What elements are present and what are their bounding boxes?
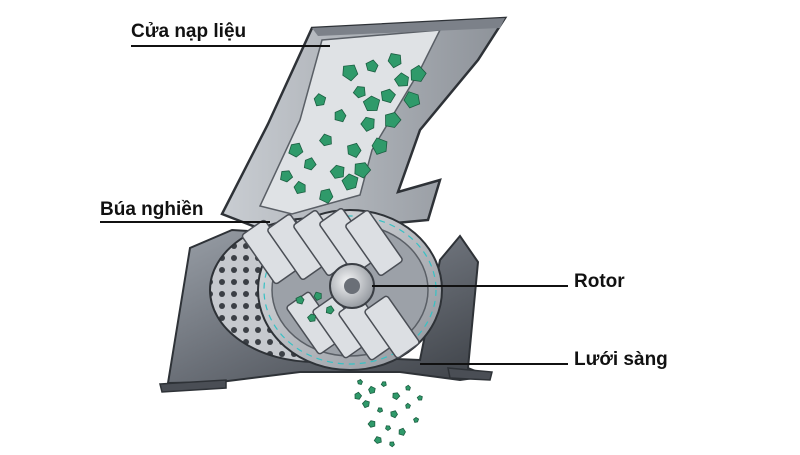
granule — [313, 93, 327, 107]
granule — [360, 116, 375, 132]
granule — [303, 157, 317, 171]
label-screen: Lưới sàng — [574, 349, 668, 370]
granule — [354, 162, 372, 179]
label-feed-inlet: Cửa nạp liệu — [131, 21, 247, 42]
rotor-hub — [329, 263, 375, 309]
granule — [325, 305, 335, 315]
fine-particle — [416, 395, 423, 401]
fine-particle — [405, 402, 411, 409]
granule — [380, 88, 396, 104]
granule — [319, 133, 332, 147]
granule — [295, 295, 305, 305]
granule — [341, 173, 359, 191]
granule — [313, 291, 322, 301]
granule — [387, 53, 402, 69]
granule — [371, 137, 388, 155]
fine-particle — [368, 385, 376, 394]
fine-particle — [413, 417, 420, 423]
granule — [280, 170, 294, 183]
label-hammers: Búa nghiền — [100, 199, 204, 220]
fine-particle — [354, 391, 363, 400]
fine-particle — [367, 420, 376, 428]
granule — [347, 142, 362, 159]
leader-lines — [100, 45, 568, 365]
granule — [329, 164, 345, 179]
fine-particle — [373, 436, 382, 444]
fine-particle — [398, 427, 406, 436]
fine-particle — [389, 441, 395, 448]
granule — [365, 59, 379, 73]
granule — [385, 112, 402, 128]
granule — [393, 72, 409, 87]
fine-particle — [380, 381, 387, 387]
fine-particle — [361, 400, 370, 409]
granule — [352, 86, 366, 99]
granule — [334, 109, 347, 123]
fine-particle — [405, 384, 411, 391]
hammer-blades — [241, 208, 420, 361]
granule — [288, 142, 304, 158]
granule — [342, 64, 359, 82]
fine-particle — [357, 379, 363, 385]
label-rotor: Rotor — [574, 271, 625, 292]
fine-particle — [376, 407, 384, 413]
granule — [362, 95, 381, 111]
granule — [293, 180, 306, 194]
fine-particle — [390, 410, 398, 419]
material-granules — [280, 53, 427, 448]
fine-particle — [385, 425, 392, 432]
granule — [319, 188, 334, 204]
granule — [403, 91, 421, 109]
granule — [410, 64, 427, 82]
granule — [307, 313, 316, 323]
fine-particle — [392, 392, 401, 401]
